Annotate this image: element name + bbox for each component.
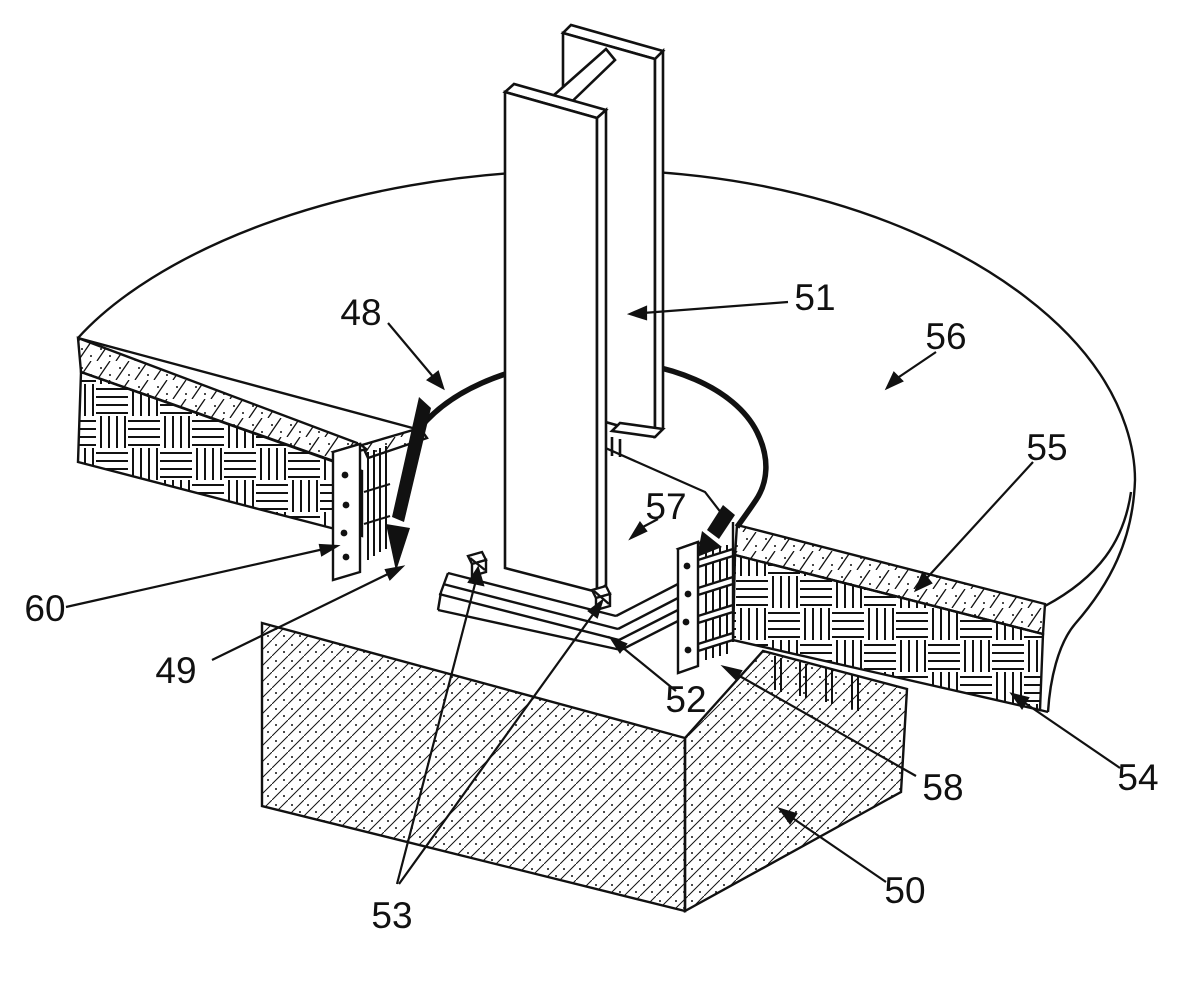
insertion-arrows: [386, 397, 735, 571]
base-plate-right-edge: [618, 608, 679, 642]
ref-label-slab-lower-layer: 54: [1117, 757, 1158, 798]
ref-label-left-bracket: 60: [24, 588, 65, 629]
right-bracket-bolts: [682, 562, 692, 654]
right-bracket: [675, 522, 735, 675]
slab-outer-rim-top: [77, 168, 1137, 481]
left-bracket-bolts: [340, 471, 350, 561]
slab-rim-right-bottom-join: [1039, 708, 1049, 714]
reference-labels: 48 49 50 51 52 53 54 55 56 57 58 60: [24, 277, 1158, 936]
foundation-left-face: [260, 621, 687, 913]
ref-label-upper-plate: 57: [645, 486, 686, 527]
i-beam-column: [502, 23, 666, 595]
ref-label-slab-opening-edge: 48: [340, 292, 381, 333]
foundation-right-face: [683, 649, 909, 914]
slab-rim-right-inner: [1044, 491, 1133, 608]
base-plate-bottom-edge: [437, 608, 622, 652]
base-plate-assembly: [436, 550, 679, 652]
slab-rim-right-outer: [1046, 479, 1137, 713]
back-flange-edge-face: [653, 47, 665, 440]
ref-label-left-slot-insert-arrow: 49: [155, 650, 196, 691]
front-flange-face: [503, 90, 599, 594]
ref-label-slab-top-layer: 55: [1026, 427, 1067, 468]
slab-opening-arc: [417, 357, 769, 529]
slab-left-cut-top-edge: [77, 336, 421, 432]
ref-label-base-plate: 52: [665, 679, 706, 720]
top-plate-right-edge-2: [617, 596, 679, 631]
right-insertion-arrow-head: [697, 531, 722, 557]
top-plate-right-edge: [615, 582, 679, 618]
left-bracket-plate: [331, 442, 362, 582]
right-insertion-arrow-shaft: [707, 505, 735, 539]
right-bracket-plate: [676, 540, 700, 675]
ref-label-right-bracket: 58: [922, 767, 963, 808]
foundation-right-face-bars: [774, 656, 859, 711]
slab-left-cut-core-face: [76, 370, 364, 538]
leader-lines: [65, 300, 1121, 885]
plate-left-end-edge: [436, 572, 450, 611]
ref-label-foundation-block: 50: [884, 870, 925, 911]
base-plate-right-edge-2: [620, 619, 679, 652]
foundation-block: [260, 621, 909, 914]
ref-label-i-beam-column: 51: [794, 277, 835, 318]
back-flange-bottom-step: [609, 421, 666, 439]
ref-label-slab-top-surface: 56: [925, 316, 966, 357]
ref-label-anchor-bolts: 53: [371, 895, 412, 936]
left-cut-end-grain: [363, 446, 391, 560]
base-plate-top-edge: [438, 592, 620, 642]
circular-slab: [76, 168, 1137, 714]
front-flange-edge-face: [595, 107, 608, 595]
left-insertion-arrow-head: [386, 524, 410, 571]
left-insertion-arrow-shaft: [392, 397, 431, 522]
